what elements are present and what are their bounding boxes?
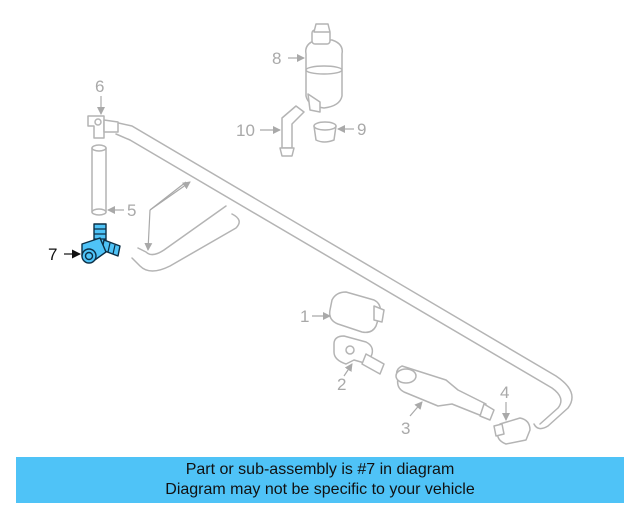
washer-pump-part-8 <box>304 23 344 113</box>
tee-connector-part-7[interactable] <box>81 223 121 264</box>
callout-4: 4 <box>500 383 509 402</box>
nozzle-holder-part-2 <box>333 335 385 375</box>
callout-2: 2 <box>337 375 346 394</box>
telescopic-cylinder-part-3 <box>395 365 495 421</box>
callout-1: 1 <box>300 307 309 326</box>
washer-hose-main <box>113 121 573 430</box>
elbow-connector-part-6 <box>87 115 119 139</box>
callout-7[interactable]: 7 <box>48 245 57 264</box>
leader-3 <box>409 401 423 417</box>
washer-nozzle-part-1 <box>328 291 385 334</box>
part-info-banner: Part or sub-assembly is #7 in diagram Di… <box>16 457 624 503</box>
leader-5-upper <box>149 181 191 211</box>
connector-pipe-part-10 <box>279 105 305 157</box>
grommet-part-9 <box>313 121 337 143</box>
callout-9: 9 <box>357 120 366 139</box>
banner-line-part: Part or sub-assembly is #7 in diagram <box>185 461 455 478</box>
callout-3: 3 <box>401 419 410 438</box>
angled-connector-part-4 <box>493 417 531 445</box>
callout-10: 10 <box>236 121 255 140</box>
banner-line-disclaimer: Diagram may not be specific to your vehi… <box>165 481 475 498</box>
leader-5-bracket <box>148 181 187 250</box>
callout-6: 6 <box>95 77 104 96</box>
parts-diagram: 6 5 7 8 10 9 1 2 3 4 <box>48 23 573 445</box>
hose-segment-part-5 <box>91 144 107 216</box>
leader-2 <box>343 363 353 377</box>
callout-5: 5 <box>127 201 136 220</box>
callout-8: 8 <box>272 49 281 68</box>
